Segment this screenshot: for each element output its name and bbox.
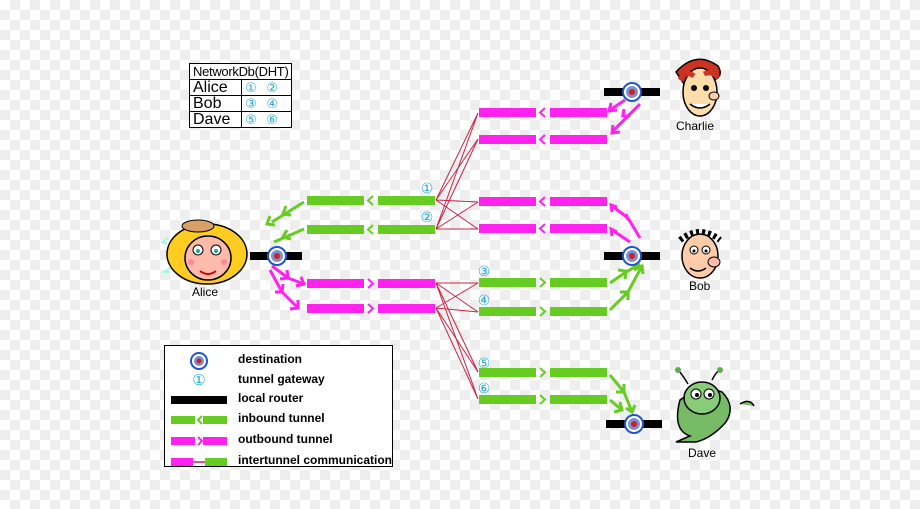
dave-inbound-arrows bbox=[608, 374, 637, 415]
legend-destination-label: destination bbox=[238, 352, 303, 366]
intertunnel-icon bbox=[171, 458, 227, 466]
alice-outbound-tunnel-2 bbox=[307, 303, 435, 314]
network-db-row: Dave ⑤ ⑥ bbox=[188, 111, 293, 128]
dave-label: Dave bbox=[688, 446, 717, 460]
network-db-table: NetworkDb(DHT) Alice ① ② Bob ③ ④ Dave ⑤ … bbox=[188, 63, 293, 128]
network-db-title: NetworkDb(DHT) bbox=[188, 63, 293, 80]
network-db-ids: ⑤ ⑥ bbox=[241, 111, 293, 128]
destination-icon bbox=[190, 352, 208, 370]
inbound-tunnel-icon bbox=[171, 415, 227, 425]
network-db-row: Alice ① ② bbox=[188, 79, 293, 96]
network-db-row: Bob ③ ④ bbox=[188, 95, 293, 112]
router-icon bbox=[171, 396, 227, 404]
alice-destination-icon bbox=[267, 246, 287, 266]
gateway-1-label: ① bbox=[421, 181, 434, 197]
alice-label: Alice bbox=[192, 285, 219, 299]
legend-row-destination: destination bbox=[165, 350, 394, 370]
alice-inbound-arrows bbox=[264, 200, 305, 244]
legend-row-intertunnel: intertunnel communication bbox=[165, 451, 394, 471]
network-db-name: Bob bbox=[188, 95, 243, 112]
charlie-outbound-tunnel-2 bbox=[479, 134, 607, 145]
bob-outbound-arrows bbox=[609, 202, 642, 244]
bob-inbound-arrows bbox=[608, 262, 645, 312]
gateway-4-label: ④ bbox=[478, 293, 491, 309]
intertunnel-links bbox=[435, 112, 479, 400]
network-db-ids: ① ② bbox=[241, 79, 293, 96]
legend-outbound-label: outbound tunnel bbox=[238, 432, 333, 446]
legend-gateway-label: tunnel gateway bbox=[238, 372, 325, 386]
outbound-tunnel-icon bbox=[171, 436, 227, 446]
network-db-ids: ③ ④ bbox=[241, 95, 293, 112]
legend-row-gateway: ① tunnel gateway bbox=[165, 370, 394, 390]
legend-row-outbound: outbound tunnel bbox=[165, 430, 394, 450]
charlie-avatar bbox=[675, 58, 721, 117]
network-db-name: Alice bbox=[188, 79, 243, 96]
dave-destination-icon bbox=[624, 414, 644, 434]
alice-outbound-tunnel-1 bbox=[307, 278, 435, 289]
legend-row-router: local router bbox=[165, 389, 394, 409]
legend-intertunnel-label: intertunnel communication bbox=[238, 453, 393, 467]
charlie-outbound-tunnel-1 bbox=[479, 107, 607, 118]
gateway-5-label: ⑤ bbox=[478, 356, 491, 372]
alice-inbound-tunnel-1 bbox=[307, 195, 435, 206]
gateway-6-label: ⑥ bbox=[478, 381, 491, 397]
dave-inbound-tunnel-2 bbox=[479, 394, 607, 405]
gateway-icon: ① bbox=[192, 371, 206, 389]
bob-inbound-tunnel-1 bbox=[479, 277, 607, 288]
bob-outbound-tunnel-2 bbox=[479, 223, 607, 234]
charlie-label: Charlie bbox=[676, 119, 715, 133]
charlie-destination-icon bbox=[622, 82, 642, 102]
alice-avatar bbox=[160, 219, 248, 285]
gateway-2-label: ② bbox=[421, 210, 434, 226]
legend-router-label: local router bbox=[238, 391, 304, 405]
alice-inbound-tunnel-2 bbox=[307, 224, 435, 235]
legend-row-inbound: inbound tunnel bbox=[165, 409, 394, 429]
legend: destination ① tunnel gateway local route… bbox=[164, 345, 393, 467]
bob-label: Bob bbox=[689, 279, 711, 293]
bob-outbound-tunnel-1 bbox=[479, 196, 607, 207]
bob-inbound-tunnel-2 bbox=[479, 306, 607, 317]
gateway-3-label: ③ bbox=[478, 264, 491, 280]
alice-outbound-arrows bbox=[268, 264, 307, 311]
bob-destination-icon bbox=[622, 246, 642, 266]
dave-avatar bbox=[675, 367, 755, 443]
charlie-outbound-arrows bbox=[607, 98, 642, 135]
legend-inbound-label: inbound tunnel bbox=[238, 411, 325, 425]
network-db-name: Dave bbox=[188, 111, 243, 128]
bob-avatar bbox=[678, 229, 722, 279]
dave-inbound-tunnel-1 bbox=[479, 367, 607, 378]
